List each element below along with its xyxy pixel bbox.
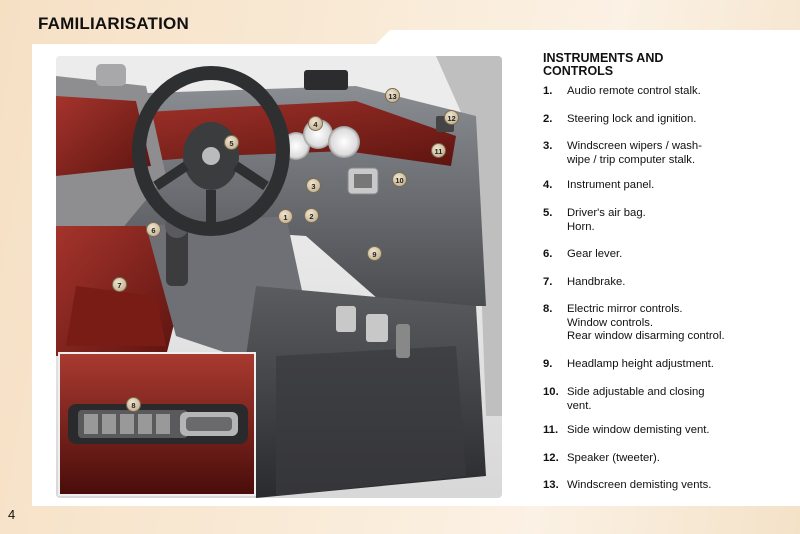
callout-9: 9 [367, 246, 382, 261]
callout-7: 7 [112, 277, 127, 292]
legend-item-number: 5. [543, 207, 553, 219]
window-controls-inset [58, 352, 256, 496]
callout-3: 3 [306, 178, 321, 193]
legend-item-number: 9. [543, 358, 553, 370]
card-tab [370, 30, 800, 50]
legend-item-number: 10. [543, 386, 559, 398]
legend-item-number: 13. [543, 479, 559, 491]
window-controls-drawing [60, 354, 254, 494]
car-interior-drawing [56, 56, 502, 498]
callout-13: 13 [385, 88, 400, 103]
page-number: 4 [8, 507, 16, 522]
callout-12: 12 [444, 110, 459, 125]
legend-item-number: 1. [543, 85, 553, 97]
callout-10: 10 [392, 172, 407, 187]
callout-8: 8 [126, 397, 141, 412]
legend-title: INSTRUMENTS AND CONTROLS [543, 51, 664, 78]
legend-item-number: 3. [543, 140, 553, 152]
callout-1: 1 [278, 209, 293, 224]
callout-5: 5 [224, 135, 239, 150]
callout-11: 11 [431, 143, 446, 158]
legend-item-number: 8. [543, 303, 553, 315]
legend-item-number: 4. [543, 179, 553, 191]
legend-item-number: 11. [543, 424, 559, 436]
legend-item-number: 6. [543, 248, 553, 260]
callout-2: 2 [304, 208, 319, 223]
legend-item-number: 12. [543, 452, 559, 464]
legend-item-number: 2. [543, 113, 553, 125]
callout-4: 4 [308, 116, 323, 131]
page-title: FAMILIARISATION [38, 14, 189, 33]
callout-6: 6 [146, 222, 161, 237]
legend-item-number: 7. [543, 276, 553, 288]
dashboard-illustration [56, 56, 502, 498]
